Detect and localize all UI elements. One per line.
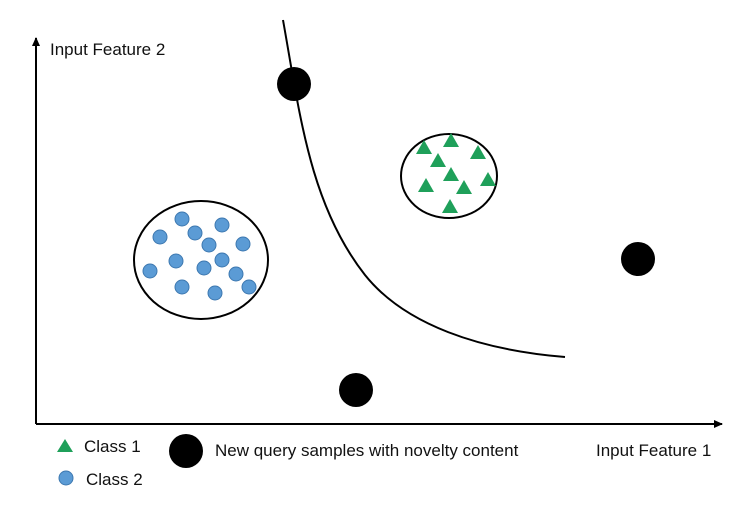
class2-point	[187, 225, 203, 241]
class1-point	[430, 153, 446, 167]
query-sample-point	[339, 373, 373, 407]
class2-point	[196, 260, 212, 276]
legend-class2-circle-icon	[58, 470, 74, 486]
class2-point	[214, 217, 230, 233]
class2-point	[235, 236, 251, 252]
class2-point	[152, 229, 168, 245]
class1-point	[470, 145, 486, 159]
class1-points	[416, 133, 496, 213]
class1-point	[443, 167, 459, 181]
class2-point	[241, 279, 257, 295]
class1-point	[442, 199, 458, 213]
legend-query-circle-icon	[169, 434, 203, 468]
legend-class1-triangle-icon	[57, 439, 73, 452]
legend-class2-label: Class 2	[86, 470, 143, 489]
legend-class1-label: Class 1	[84, 437, 141, 456]
class1-point	[418, 178, 434, 192]
class2-point	[174, 211, 190, 227]
class1-point	[416, 140, 432, 154]
class1-point	[480, 172, 496, 186]
class2-point	[201, 237, 217, 253]
decision-boundary-curve	[282, 19, 566, 358]
class2-point	[228, 266, 244, 282]
query-sample-point	[277, 67, 311, 101]
class2-point	[174, 279, 190, 295]
query-points	[277, 67, 655, 407]
x-axis-label: Input Feature 1	[596, 441, 712, 460]
class2-point	[168, 253, 184, 269]
legend-query-label: New query samples with novelty content	[215, 441, 519, 460]
class2-point	[142, 263, 158, 279]
class2-point	[207, 285, 223, 301]
class1-point	[456, 180, 472, 194]
y-axis-label: Input Feature 2	[50, 40, 166, 59]
class2-cluster-boundary	[133, 200, 269, 320]
class1-point	[443, 133, 459, 147]
query-sample-point	[621, 242, 655, 276]
class1-cluster-boundary	[400, 133, 498, 219]
class2-points	[142, 211, 257, 301]
class2-point	[214, 252, 230, 268]
